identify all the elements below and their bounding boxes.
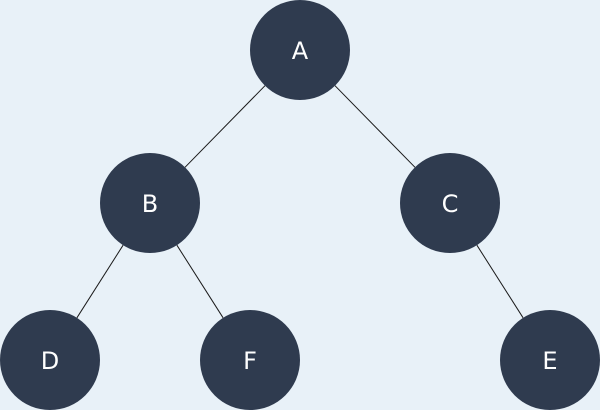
tree-node-c: C	[400, 153, 500, 253]
node-circle-c	[400, 153, 500, 253]
node-label-b: B	[142, 190, 158, 218]
edge-b-d	[76, 244, 124, 319]
tree-node-f: F	[200, 310, 300, 410]
node-circle-d	[0, 310, 100, 410]
edge-a-b	[184, 85, 266, 168]
tree-node-e: E	[500, 310, 600, 410]
tree-node-b: B	[100, 153, 200, 253]
node-label-f: F	[243, 347, 257, 375]
tree-node-a: A	[250, 0, 350, 100]
node-label-a: A	[292, 37, 309, 65]
node-circle-f	[200, 310, 300, 410]
edge-b-f	[176, 244, 224, 319]
node-label-c: C	[442, 190, 459, 218]
node-label-e: E	[542, 347, 557, 375]
edge-a-c	[334, 85, 416, 168]
node-circle-a	[250, 0, 350, 100]
node-circle-e	[500, 310, 600, 410]
edges-layer	[76, 85, 524, 319]
node-label-d: D	[41, 347, 59, 375]
node-circle-b	[100, 153, 200, 253]
edge-c-e	[476, 244, 524, 319]
tree-node-d: D	[0, 310, 100, 410]
